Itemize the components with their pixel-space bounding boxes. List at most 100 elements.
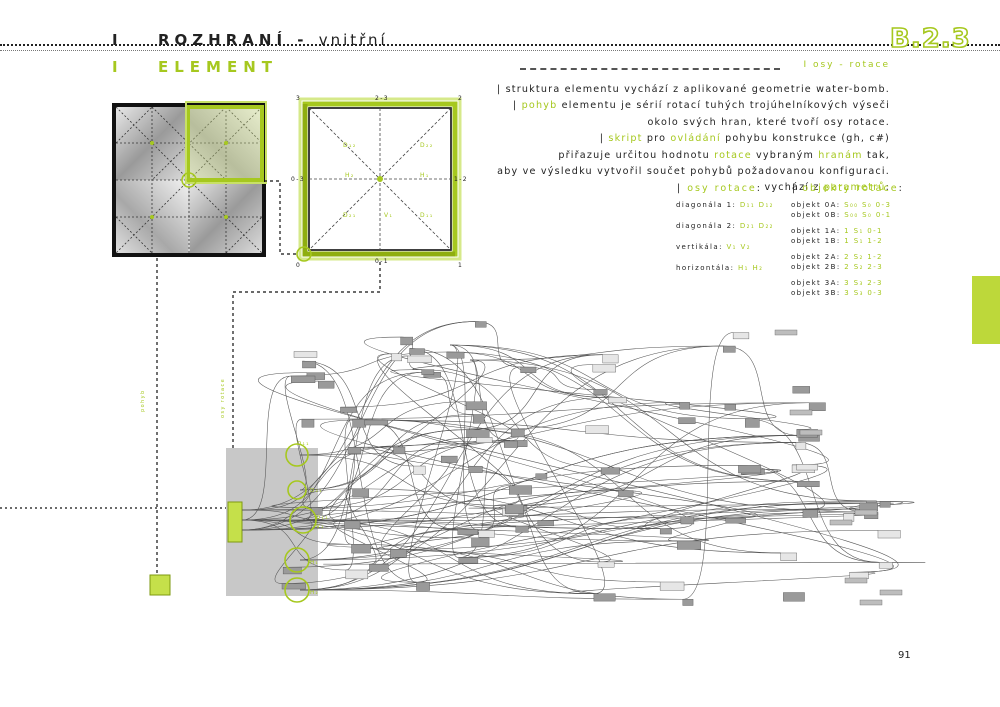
graph-wire: [682, 332, 734, 600]
object-label: objekt 0B:: [791, 211, 841, 219]
graph-wire: [323, 561, 926, 565]
text: tak,: [866, 149, 890, 161]
graph-node: [783, 592, 805, 602]
slider-label: H₂: [310, 590, 320, 596]
graph-wire: [466, 354, 603, 430]
graph-node: [505, 504, 524, 514]
axis-label: horizontála:: [676, 264, 735, 272]
graph-node: [475, 321, 487, 328]
inner-label: H₂: [345, 172, 355, 179]
graph-node: [677, 540, 701, 550]
inner-label: V₁: [384, 212, 394, 219]
object-value: 3 S₃ 2-3: [844, 279, 883, 287]
graph-node: [466, 429, 490, 438]
graph-wire: [364, 419, 796, 443]
axis-row: diagonála 1: D₁₁ D₁₂: [676, 201, 788, 222]
axis-row: diagonála 2: D₂₁ D₂₂: [676, 222, 788, 243]
bar: |: [512, 100, 518, 112]
graph-node: [608, 397, 627, 404]
graph-output-panel: [879, 589, 903, 596]
axis-label: diagonála 2:: [676, 222, 737, 230]
graph-wire: [291, 351, 447, 377]
object-value: S₀₀ S₀ 0-1: [844, 211, 892, 219]
highlight-pohyb: pohyb: [521, 100, 558, 112]
graph-wire: [520, 366, 594, 390]
intro-line-6: aby ve výsledku vytvořil součet pohybů p…: [497, 166, 890, 178]
graph-node: [843, 513, 855, 522]
graph-node: [352, 419, 367, 428]
slider-label: V₁: [316, 524, 325, 530]
graph-wire: [299, 442, 796, 591]
side-tab-marker: [972, 276, 1000, 344]
sub-title: ELEMENT: [158, 58, 279, 76]
graph-wire: [469, 345, 724, 361]
graph-node: [679, 402, 690, 410]
graph-wire: [347, 440, 505, 448]
object-label: objekt 3A:: [791, 279, 841, 287]
graph-wire: [241, 402, 680, 531]
inner-label: D₁₁: [420, 212, 434, 219]
graph-wire: [241, 519, 345, 522]
inner-label: H₁: [420, 172, 430, 179]
graph-wire: [307, 468, 779, 522]
graph-node: [407, 355, 432, 363]
graph-output-panel: [799, 429, 823, 436]
graph-wire: [568, 571, 876, 594]
graph-wire: [283, 435, 799, 568]
graph-node: [413, 465, 426, 475]
graph-node: [509, 440, 528, 447]
graph-wire: [284, 375, 307, 491]
graph-wire: [299, 402, 810, 456]
axis-value: D₂₁ D₂₂: [739, 222, 774, 230]
graph-output-panel: [774, 329, 798, 336]
graph-node: [478, 530, 495, 538]
graph-node: [659, 528, 672, 535]
graph-node: [792, 386, 810, 394]
graph-wire: [299, 442, 796, 561]
graph-wire: [299, 354, 603, 591]
graph-node: [291, 375, 316, 383]
graph-node: [618, 490, 634, 498]
graph-node: [597, 561, 615, 568]
graph-wire: [409, 348, 516, 527]
section-title-main: ROZHRANÍ: [158, 31, 288, 49]
graph-node: [301, 419, 315, 428]
graph-node: [318, 380, 335, 389]
graph-wire: [738, 465, 880, 563]
graph-wire: [345, 488, 377, 565]
graph-wire: [295, 418, 312, 521]
highlight-ovladani: ovládání: [670, 133, 721, 145]
graph-wire: [745, 418, 880, 563]
graph-node: [458, 557, 479, 564]
graph-wire: [364, 419, 512, 430]
section-title-sub: vnitřní: [318, 31, 388, 49]
axis-row: vertikála: V₁ V₂: [676, 243, 788, 264]
graph-wire: [637, 501, 903, 529]
section-title: ROZHRANÍ - vnitřní: [158, 31, 388, 49]
graph-wire: [377, 353, 519, 442]
graph-node: [780, 552, 797, 561]
graph-node: [585, 425, 609, 434]
graph-node: [344, 520, 361, 530]
text: přiřazuje určitou hodnotu: [558, 149, 710, 161]
object-row: objekt 1B: 1 S₁ 1-2: [791, 237, 901, 253]
graph-wire: [378, 530, 491, 550]
page-code: B.2.3: [889, 23, 971, 55]
graph-output-panel: [859, 599, 883, 606]
intro-line-4: | skript pro ovládání pohybu konstrukce …: [470, 131, 890, 147]
object-label: objekt 2A:: [791, 253, 841, 261]
graph-wire: [390, 369, 777, 419]
axis-value: V₁ V₂: [726, 243, 751, 251]
object-value: 2 S₂ 2-3: [844, 263, 884, 271]
graph-node: [416, 581, 430, 591]
graph-node: [878, 562, 893, 569]
corner-label: 3: [296, 95, 302, 102]
graph-node: [659, 581, 685, 591]
graph-wire: [351, 544, 683, 600]
object-label: objekt 2B:: [791, 263, 841, 271]
graph-node: [593, 389, 608, 395]
graph-output-panel: [854, 509, 878, 516]
graph-wire: [344, 418, 354, 571]
graph-wire: [241, 440, 511, 521]
graph-wire: [381, 455, 451, 550]
